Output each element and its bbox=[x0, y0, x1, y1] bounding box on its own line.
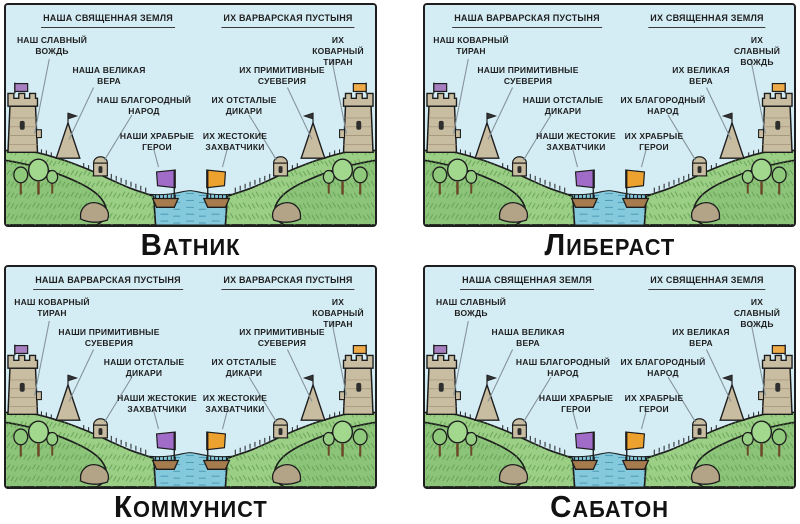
headline-our-side: НАША ВАРВАРСКАЯ ПУСТЫНЯ bbox=[452, 13, 602, 28]
callout-left-1: НАШ СЛАВНЫЙ ВОЖДЬ bbox=[435, 297, 507, 318]
panel-title: Сабатон bbox=[550, 489, 669, 524]
headline-our-side: НАША СВЯЩЕННАЯ ЗЕМЛЯ bbox=[41, 13, 175, 28]
panel-kommunist: НАША ВАРВАРСКАЯ ПУСТЫНЯ ИХ ВАРВАРСКАЯ ПУ… bbox=[4, 265, 377, 489]
panel-block-vatnik: НАША СВЯЩЕННАЯ ЗЕМЛЯ ИХ ВАРВАРСКАЯ ПУСТЫ… bbox=[4, 3, 377, 263]
callout-left-4: НАШИ ЖЕСТОКИЕ ЗАХВАТЧИКИ bbox=[536, 131, 616, 152]
callout-right-1: ИХ КОВАРНЫЙ ТИРАН bbox=[312, 297, 364, 329]
callout-right-3: ИХ БЛАГОРОДНЫЙ НАРОД bbox=[620, 95, 706, 116]
callout-right-1: ИХ СЛАВНЫЙ ВОЖДЬ bbox=[733, 35, 781, 67]
callout-left-4: НАШИ ХРАБРЫЕ ГЕРОИ bbox=[538, 393, 614, 414]
callout-right-2: ИХ ПРИМИТИВНЫЕ СУЕВЕРИЯ bbox=[239, 65, 325, 86]
callout-left-3: НАШ БЛАГОРОДНЫЙ НАРОД bbox=[96, 95, 192, 116]
callout-right-2: ИХ ВЕЛИКАЯ ВЕРА bbox=[672, 65, 730, 86]
callout-left-2: НАШИ ПРИМИТИВНЫЕ СУЕВЕРИЯ bbox=[477, 65, 579, 86]
callout-right-1: ИХ КОВАРНЫЙ ТИРАН bbox=[312, 35, 364, 67]
callout-left-3: НАШИ ОТСТАЛЫЕ ДИКАРИ bbox=[103, 357, 185, 378]
callout-left-4: НАШИ ЖЕСТОКИЕ ЗАХВАТЧИКИ bbox=[117, 393, 197, 414]
panel-title: Ватник bbox=[140, 227, 241, 262]
panel-block-liberast: НАША ВАРВАРСКАЯ ПУСТЫНЯ ИХ СВЯЩЕННАЯ ЗЕМ… bbox=[423, 3, 796, 263]
panel-block-sabaton: НАША СВЯЩЕННАЯ ЗЕМЛЯ ИХ СВЯЩЕННАЯ ЗЕМЛЯ … bbox=[423, 265, 796, 524]
panel-block-kommunist: НАША ВАРВАРСКАЯ ПУСТЫНЯ ИХ ВАРВАРСКАЯ ПУ… bbox=[4, 265, 377, 524]
callout-left-3: НАШИ ОТСТАЛЫЕ ДИКАРИ bbox=[522, 95, 604, 116]
callout-right-3: ИХ БЛАГОРОДНЫЙ НАРОД bbox=[620, 357, 706, 378]
callout-left-2: НАША ВЕЛИКАЯ ВЕРА bbox=[72, 65, 146, 86]
headline-their-side: ИХ ВАРВАРСКАЯ ПУСТЫНЯ bbox=[221, 13, 355, 28]
callout-right-4: ИХ ХРАБРЫЕ ГЕРОИ bbox=[624, 393, 684, 414]
panel-sabaton: НАША СВЯЩЕННАЯ ЗЕМЛЯ ИХ СВЯЩЕННАЯ ЗЕМЛЯ … bbox=[423, 265, 796, 489]
callout-left-1: НАШ КОВАРНЫЙ ТИРАН bbox=[433, 35, 509, 56]
headline-their-side: ИХ ВАРВАРСКАЯ ПУСТЫНЯ bbox=[221, 275, 355, 290]
callout-right-2: ИХ ПРИМИТИВНЫЕ СУЕВЕРИЯ bbox=[239, 327, 325, 348]
panel-title: Либераст bbox=[544, 227, 675, 262]
callout-left-2: НАША ВЕЛИКАЯ ВЕРА bbox=[491, 327, 565, 348]
callout-left-1: НАШ КОВАРНЫЙ ТИРАН bbox=[14, 297, 90, 318]
headline-their-side: ИХ СВЯЩЕННАЯ ЗЕМЛЯ bbox=[648, 275, 766, 290]
callout-right-4: ИХ ЖЕСТОКИЕ ЗАХВАТЧИКИ bbox=[202, 393, 268, 414]
callout-right-2: ИХ ВЕЛИКАЯ ВЕРА bbox=[672, 327, 730, 348]
panel-vatnik: НАША СВЯЩЕННАЯ ЗЕМЛЯ ИХ ВАРВАРСКАЯ ПУСТЫ… bbox=[4, 3, 377, 227]
headline-our-side: НАША СВЯЩЕННАЯ ЗЕМЛЯ bbox=[460, 275, 594, 290]
callout-right-4: ИХ ХРАБРЫЕ ГЕРОИ bbox=[624, 131, 684, 152]
panel-title: Коммунист bbox=[113, 489, 268, 524]
callout-left-2: НАШИ ПРИМИТИВНЫЕ СУЕВЕРИЯ bbox=[58, 327, 160, 348]
callout-left-3: НАШ БЛАГОРОДНЫЙ НАРОД bbox=[515, 357, 611, 378]
callout-left-4: НАШИ ХРАБРЫЕ ГЕРОИ bbox=[119, 131, 195, 152]
callout-right-1: ИХ СЛАВНЫЙ ВОЖДЬ bbox=[733, 297, 781, 329]
callout-right-3: ИХ ОТСТАЛЫЕ ДИКАРИ bbox=[211, 357, 277, 378]
callout-left-1: НАШ СЛАВНЫЙ ВОЖДЬ bbox=[16, 35, 88, 56]
headline-our-side: НАША ВАРВАРСКАЯ ПУСТЫНЯ bbox=[33, 275, 183, 290]
panel-liberast: НАША ВАРВАРСКАЯ ПУСТЫНЯ ИХ СВЯЩЕННАЯ ЗЕМ… bbox=[423, 3, 796, 227]
callout-right-3: ИХ ОТСТАЛЫЕ ДИКАРИ bbox=[211, 95, 277, 116]
headline-their-side: ИХ СВЯЩЕННАЯ ЗЕМЛЯ bbox=[648, 13, 766, 28]
callout-right-4: ИХ ЖЕСТОКИЕ ЗАХВАТЧИКИ bbox=[202, 131, 268, 152]
